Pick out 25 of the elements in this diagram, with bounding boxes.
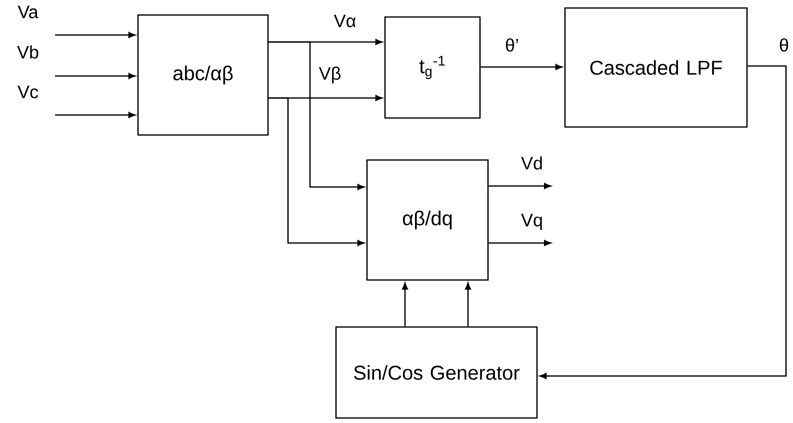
- edge-label: Vd: [521, 156, 542, 170]
- arrow: [55, 32, 136, 38]
- arrow: [55, 73, 136, 79]
- arrow: [268, 41, 364, 190]
- edge-label: Vb: [17, 45, 38, 59]
- arrow: [465, 282, 471, 326]
- edge-label: Va: [18, 6, 38, 18]
- block-box: αβ/dq: [366, 159, 489, 281]
- arrow: [488, 183, 552, 189]
- edge-label: Vα: [334, 14, 356, 28]
- block-box: abc/αβ: [137, 14, 269, 136]
- edge-label: Vc: [18, 86, 38, 98]
- block-box: Sin/Cos Generator: [335, 326, 538, 419]
- arrow: [268, 97, 364, 246]
- block-box: t$_{g}$-1: [384, 16, 481, 119]
- edge-label: θ’: [506, 38, 518, 52]
- block-box: Cascaded LPF: [564, 7, 748, 128]
- arrow: [480, 64, 562, 70]
- arrow: [402, 282, 408, 326]
- arrow: [540, 65, 787, 379]
- arrow: [488, 240, 552, 246]
- edge-label: Vq: [521, 214, 542, 230]
- edge-label: Vβ: [318, 66, 340, 84]
- arrow: [55, 112, 136, 118]
- edge-label: θ: [780, 38, 788, 52]
